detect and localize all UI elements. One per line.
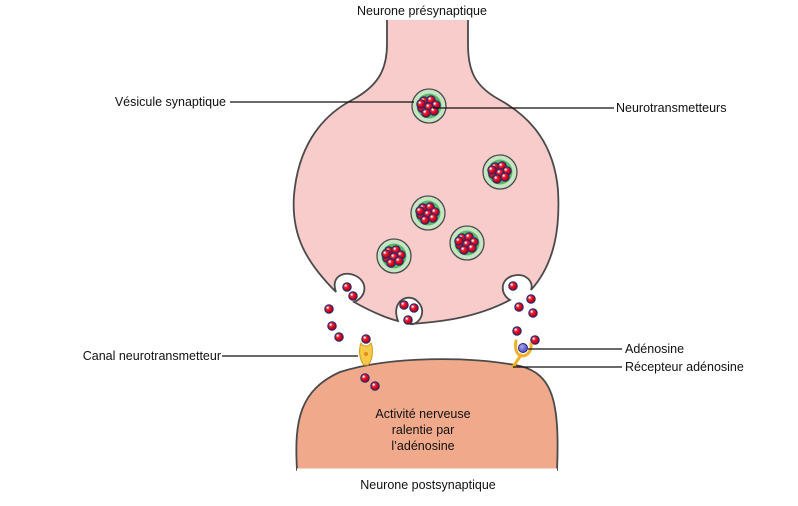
label-neurotransmitters: Neurotransmetteurs xyxy=(616,101,726,115)
postsynaptic-neuron xyxy=(295,358,559,472)
vesicle-neurotransmitter xyxy=(492,174,502,184)
vesicles xyxy=(376,88,518,274)
free-neurotransmitter xyxy=(514,302,524,312)
presynaptic-terminal-shape xyxy=(292,20,560,325)
postsynaptic-body-shape xyxy=(295,358,559,471)
activity-note-line-2: ralentie par xyxy=(392,423,455,437)
free-neurotransmitter xyxy=(324,304,334,314)
free-neurotransmitter xyxy=(508,281,518,291)
adenosine-molecule xyxy=(518,343,528,353)
vesicle-neurotransmitter xyxy=(381,249,391,259)
free-neurotransmitter xyxy=(403,315,413,325)
label-adenosine: Adénosine xyxy=(625,342,684,356)
vesicle-neurotransmitter xyxy=(454,236,464,246)
free-neurotransmitter xyxy=(409,303,419,313)
presynaptic-neuron xyxy=(292,20,560,325)
free-neurotransmitter xyxy=(399,300,409,310)
vesicle-neurotransmitter xyxy=(415,206,425,216)
free-neurotransmitter xyxy=(528,308,538,318)
free-neurotransmitter xyxy=(526,294,536,304)
vesicle-neurotransmitter xyxy=(487,165,497,175)
synaptic-vesicle xyxy=(410,195,446,231)
free-neurotransmitter xyxy=(334,332,344,342)
synaptic-vesicle xyxy=(411,88,447,124)
free-neurotransmitter xyxy=(370,381,380,391)
vesicle-neurotransmitter xyxy=(420,215,430,225)
vesicle-neurotransmitter xyxy=(467,243,477,253)
activity-note-line-1: Activité nerveuse xyxy=(375,407,470,421)
leader-lines xyxy=(222,101,622,368)
label-synaptic-vesicle: Vésicule synaptique xyxy=(115,95,226,109)
vesicle-neurotransmitter xyxy=(386,258,396,268)
label-postsynaptic-neuron: Neurone postsynaptique xyxy=(360,478,496,492)
vesicle-neurotransmitter xyxy=(459,245,469,255)
label-neurotransmitter-channel: Canal neurotransmetteur xyxy=(83,349,221,363)
vesicle-neurotransmitter xyxy=(416,99,426,109)
adenosine-receptor xyxy=(511,339,533,369)
free-neurotransmitter xyxy=(348,291,358,301)
synaptic-vesicle xyxy=(482,154,518,190)
vesicle-neurotransmitter xyxy=(394,256,404,266)
free-neurotransmitter xyxy=(327,321,337,331)
activity-note-line-3: l’adénosine xyxy=(391,439,454,453)
vesicle-neurotransmitter xyxy=(428,213,438,223)
neurotransmitter-channel xyxy=(359,334,373,366)
synaptic-vesicle xyxy=(376,238,412,274)
label-adenosine-receptor: Récepteur adénosine xyxy=(625,360,744,374)
free-neurotransmitter xyxy=(342,282,352,292)
label-presynaptic-neuron: Neurone présynaptique xyxy=(357,4,487,18)
free-neurotransmitter xyxy=(512,326,522,336)
synaptic-vesicle xyxy=(449,225,485,261)
vesicle-neurotransmitter xyxy=(421,108,431,118)
vesicle-neurotransmitter xyxy=(500,172,510,182)
free-neurotransmitter xyxy=(360,373,370,383)
